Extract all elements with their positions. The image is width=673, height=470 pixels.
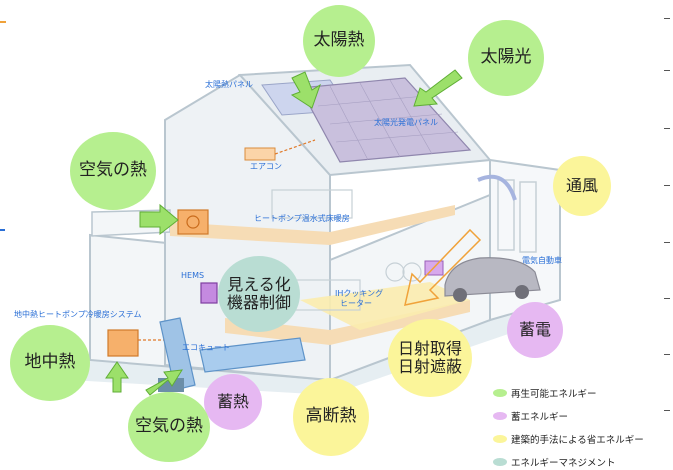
label-solar-heat-panel: 太陽熱パネル [205,80,253,89]
aircon-pipe [274,139,316,155]
bubble-heat-storage: 蓄熱 [204,374,262,430]
lower-floor [225,300,470,345]
ventilation-arrow [477,174,517,201]
bubble-visualize: 見える化 機器制御 [218,256,300,332]
bubble-air-heat-top: 空気の熱 [70,132,156,210]
label-ecocute: エコキュート [182,343,230,352]
air-heat-arrow-top [139,203,179,236]
label-ih-line2: ヒーター [340,299,372,308]
ev-wheel [453,288,467,302]
pv-panel-shape [299,77,472,163]
legend-item-storage: 蓄エネルギー [493,409,568,423]
edge-tick [664,185,670,186]
legend-swatch [493,435,507,443]
edge-tick [664,70,670,71]
bubble-solar-heat: 太陽熱 [303,5,375,77]
upper-floor-heating [170,205,455,245]
label-aircon: エアコン [250,162,282,171]
solar-light-arrow [413,69,463,107]
label-geo-system: 地中熱ヒートポンプ冷暖房システム [14,310,142,319]
legend-item-renewable: 再生可能エネルギー [493,386,597,400]
furniture [271,189,422,311]
ecocute-tank [159,317,196,391]
bubble-storage-power: 蓄電 [507,302,563,358]
outdoor-unit-fan [186,215,200,229]
bubble-geothermal: 地中熱 [10,325,90,401]
label-floor-heating: ヒートポンプ温水式床暖房 [254,214,350,223]
bubble-high-insulation: 高断熱 [293,378,369,456]
bubble-solar-light: 太陽光 [468,20,544,96]
legend-swatch [493,389,507,397]
legend-swatch [493,458,507,466]
pv-panel-grid [317,79,459,161]
label-ih-line1: IHクッキング [335,289,384,298]
label-hems: HEMS [181,271,205,280]
solar-heat-arrow [290,71,321,109]
edge-tick [664,18,670,19]
sun-arrow [404,228,482,306]
ev-car-shape [444,257,541,297]
edge-tick [664,354,670,355]
side-windows [497,179,537,253]
legend-item-management: エネルギーマネジメント [493,455,616,469]
hems-panel [200,282,218,304]
label-ev: 電気自動車 [522,256,562,265]
bubble-sun: 日射取得 日射遮蔽 [388,319,472,397]
sun-floor-area [300,282,470,330]
aircon-unit [244,147,276,161]
edge-tick [664,298,670,299]
edge-tick [664,242,670,243]
legend-swatch [493,412,507,420]
edge-tick [664,410,670,411]
geothermal-arrow [105,361,129,393]
bubble-air-heat-bottom: 空気の熱 [128,392,210,462]
legend-item-architectural: 建築的手法による省エネルギー [493,432,644,446]
geo-unit [107,329,139,357]
edge-tick [664,128,670,129]
bubble-ventilation: 通風 [553,156,611,216]
outdoor-unit [177,209,209,235]
ev-wheel [515,285,529,299]
heat-storage-tank [199,337,306,373]
label-pv-panel: 太陽光発電パネル [374,118,438,127]
air-heat-arrow-bottom [145,369,183,396]
